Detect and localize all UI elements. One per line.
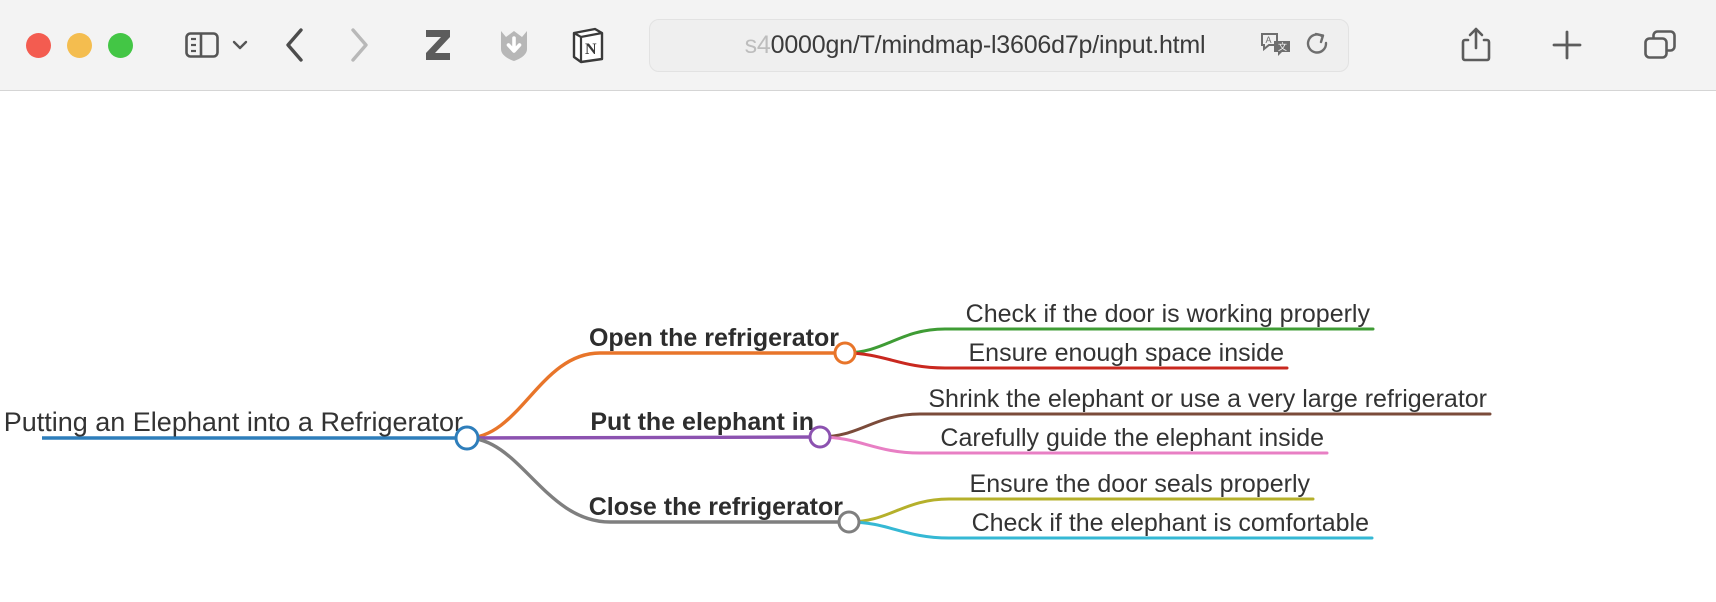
reload-icon[interactable] [1304,30,1332,60]
mindmap-node-close-the-refrigerator[interactable]: Close the refrigerator [589,493,861,534]
tab-overview-icon[interactable] [1642,28,1678,62]
mindmap-node-door-seals-properly[interactable]: Ensure the door seals properly [970,470,1311,498]
edge-close-to-elephant-comfortable [847,520,1374,540]
leaf-label: Shrink the elephant or use a very large … [928,385,1487,413]
sidebar-toggle-icon[interactable] [185,30,219,60]
edge-root-to-close-the-refrigerator [465,436,851,524]
branch-node-circle[interactable] [837,510,861,534]
url-faded-prefix: s4 [744,30,771,59]
translate-icon[interactable]: A 文 [1260,31,1292,59]
leaf-label: Ensure enough space inside [968,339,1284,367]
branch-node-circle[interactable] [833,341,857,365]
browser-toolbar: N s40000gn/T/mindmap-l3606d7p/input.html… [0,0,1716,91]
leaf-label: Ensure the door seals properly [970,470,1311,498]
downloads-shield-icon[interactable] [497,27,531,63]
new-tab-icon[interactable] [1550,28,1584,62]
back-arrow-icon[interactable] [281,25,309,65]
svg-text:文: 文 [1278,41,1287,52]
edge-root-to-put-the-elephant-in [465,435,822,440]
edge-root-to-open-the-refrigerator [465,351,847,440]
url-text: s40000gn/T/mindmap-l3606d7p/input.html [650,31,1260,60]
minimize-window-button[interactable] [67,32,92,58]
url-main-text: 0000gn/T/mindmap-l3606d7p/input.html [770,30,1206,59]
branch-label: Put the elephant in [590,408,814,436]
branch-label: Close the refrigerator [589,493,844,521]
share-icon[interactable] [1460,26,1492,64]
mindmap-node-open-the-refrigerator[interactable]: Open the refrigerator [589,324,857,365]
toolbar-right-actions [1402,26,1678,64]
chevron-down-icon[interactable] [229,34,251,56]
mindmap-node-root[interactable]: Putting an Elephant into a Refrigerator [4,407,480,451]
edge-close-to-door-seals [847,497,1315,524]
mindmap-canvas: Putting an Elephant into a Refrigerator … [0,91,1716,602]
forward-arrow-icon[interactable] [345,25,373,65]
address-bar-actions: A 文 [1260,30,1348,60]
root-node-label: Putting an Elephant into a Refrigerator [4,407,463,437]
window-traffic-lights [26,32,133,58]
leaf-label: Carefully guide the elephant inside [940,424,1324,452]
edge-put-to-shrink-elephant [818,412,1492,439]
mindmap-svg: Putting an Elephant into a Refrigerator … [4,300,1492,540]
mindmap-node-ensure-enough-space[interactable]: Ensure enough space inside [968,339,1284,367]
branch-label: Open the refrigerator [589,324,839,352]
root-node-circle[interactable] [454,425,480,451]
svg-text:N: N [585,41,597,58]
mindmap-node-put-the-elephant-in[interactable]: Put the elephant in [590,408,832,449]
zotero-connector-icon[interactable] [421,27,455,63]
mindmap-node-check-door-working[interactable]: Check if the door is working properly [966,300,1371,328]
mindmap-node-elephant-comfortable[interactable]: Check if the elephant is comfortable [972,509,1369,537]
close-window-button[interactable] [26,32,51,58]
leaf-label: Check if the elephant is comfortable [972,509,1369,537]
leaf-label: Check if the door is working properly [966,300,1371,328]
svg-text:A: A [1266,35,1272,45]
edge-open-to-ensure-space [843,351,1289,370]
mindmap-node-carefully-guide[interactable]: Carefully guide the elephant inside [940,424,1324,452]
address-bar[interactable]: s40000gn/T/mindmap-l3606d7p/input.html A… [649,18,1349,72]
maximize-window-button[interactable] [108,32,133,58]
branch-node-circle[interactable] [808,425,832,449]
notion-web-clipper-icon[interactable]: N [571,26,605,64]
edge-put-to-carefully-guide [818,435,1329,455]
edge-open-to-check-door [843,327,1375,355]
mindmap-node-shrink-elephant[interactable]: Shrink the elephant or use a very large … [928,385,1487,413]
